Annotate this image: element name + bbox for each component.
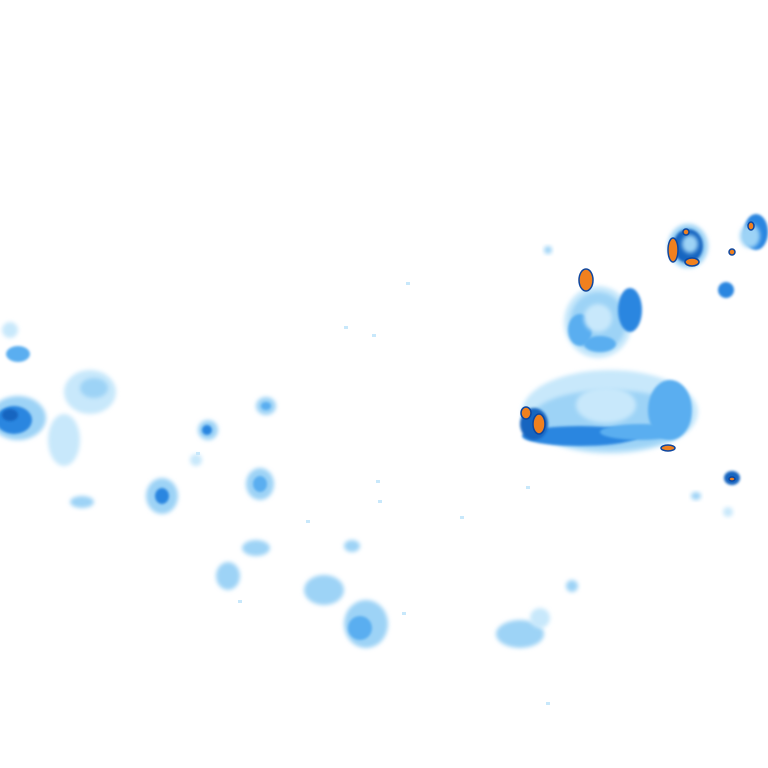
echo-speck-1 bbox=[406, 282, 410, 285]
precipitation-layer bbox=[0, 214, 768, 705]
extreme-core-far-right-b bbox=[684, 257, 700, 267]
echo-central-j-core bbox=[348, 616, 372, 640]
echo-right-band-hole bbox=[576, 387, 636, 423]
extreme-core-edge bbox=[747, 221, 755, 231]
echo-speck-2 bbox=[344, 326, 348, 329]
echo-lower-k bbox=[496, 620, 544, 648]
echo-left-small bbox=[6, 346, 30, 362]
extreme-core-west-a bbox=[520, 406, 532, 420]
echo-right-upper-hole bbox=[584, 304, 612, 332]
echo-far-right-cell-hole bbox=[682, 235, 698, 253]
echo-speck-7 bbox=[460, 516, 464, 519]
echo-speck-8 bbox=[306, 520, 310, 523]
echo-lower-k2 bbox=[530, 608, 550, 628]
echo-far-left-top bbox=[2, 322, 18, 338]
echo-right-small-a bbox=[718, 282, 734, 298]
extreme-core-small bbox=[728, 248, 736, 256]
echo-right-small-d bbox=[723, 507, 733, 517]
echo-central-a-core bbox=[202, 425, 212, 435]
extreme-core-far-right-c bbox=[682, 228, 690, 236]
echo-right-band-east bbox=[648, 380, 692, 440]
extreme-core-upper bbox=[578, 268, 594, 292]
echo-left-ring-inner bbox=[80, 378, 108, 398]
extreme-core-far-right-a bbox=[667, 237, 679, 263]
echo-speck-9 bbox=[526, 486, 530, 489]
echo-speck-5 bbox=[376, 480, 380, 483]
extreme-core-small-b bbox=[728, 476, 736, 482]
echo-left-trail bbox=[48, 414, 80, 466]
echo-speck-3 bbox=[372, 334, 376, 337]
echo-speck-11 bbox=[238, 600, 242, 603]
echo-left-cell-center bbox=[2, 409, 18, 421]
echo-edge-right-inner bbox=[740, 224, 760, 248]
extreme-core-band-east bbox=[660, 444, 676, 452]
echo-right-small-c bbox=[691, 492, 701, 500]
echo-central-h bbox=[304, 575, 344, 605]
echo-central-d-core bbox=[155, 488, 169, 504]
echo-speck-10 bbox=[402, 612, 406, 615]
echo-speck-12 bbox=[546, 702, 550, 705]
echo-left-low bbox=[70, 496, 94, 508]
echo-central-b-core bbox=[261, 402, 271, 410]
echo-speck-6 bbox=[378, 500, 382, 503]
echo-lower-l bbox=[566, 580, 578, 592]
echo-right-speck bbox=[544, 246, 552, 254]
echo-central-i bbox=[344, 540, 360, 552]
echo-central-c bbox=[190, 454, 202, 466]
echo-central-f bbox=[242, 540, 270, 556]
echo-right-upper-edge bbox=[618, 288, 642, 332]
echo-speck-4 bbox=[196, 452, 200, 455]
echo-right-upper-bottom bbox=[584, 336, 616, 352]
extreme-core-west-b bbox=[532, 413, 546, 435]
echo-central-g bbox=[216, 562, 240, 590]
echo-central-e-core bbox=[253, 476, 267, 492]
